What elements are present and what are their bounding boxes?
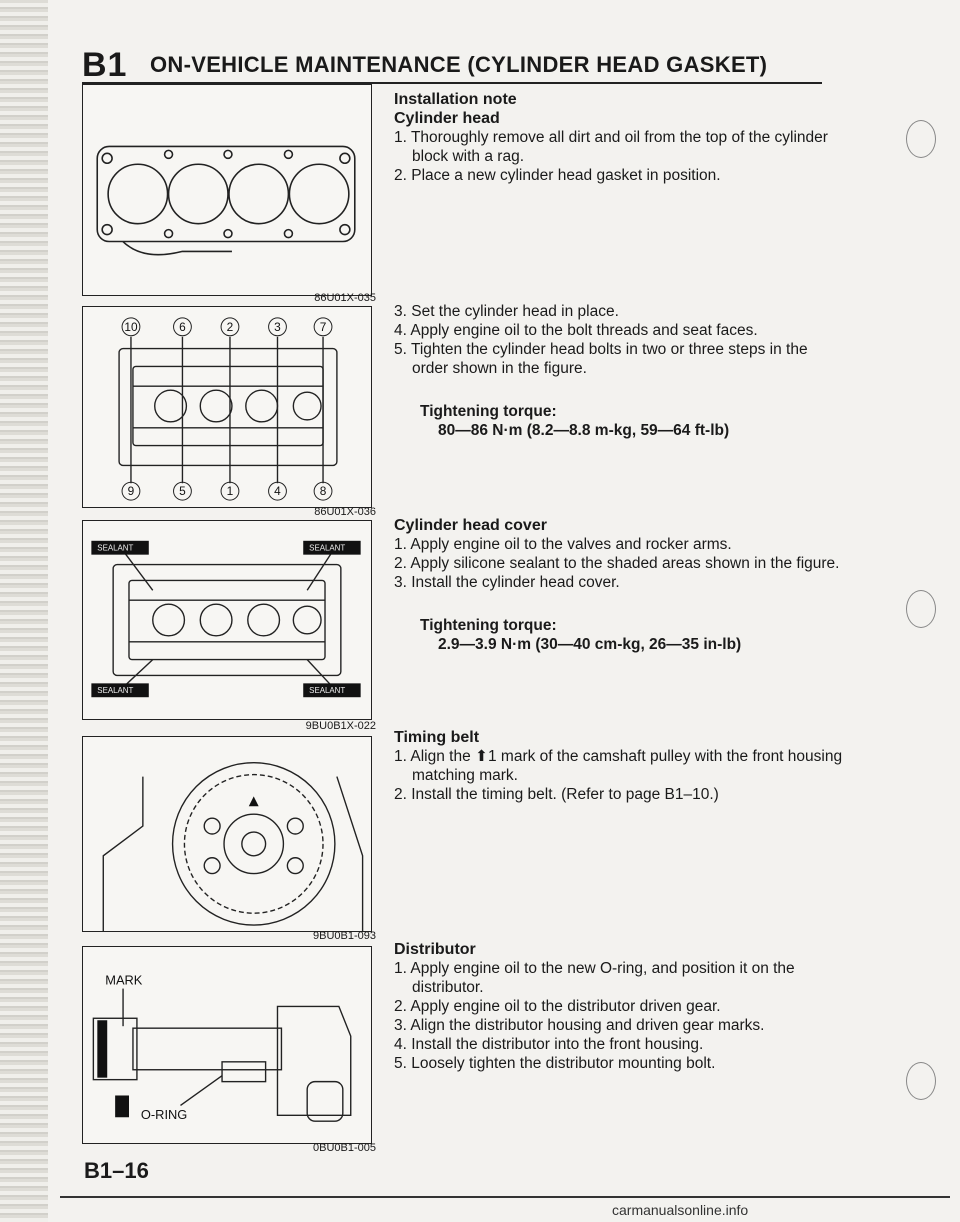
torque-value: 80—86 N·m (8.2—8.8 m-kg, 59—64 ft-lb) — [438, 422, 730, 439]
distributor-section: Distributor 1. Apply engine oil to the n… — [394, 940, 844, 1073]
figure-label: 86U01X-035 — [314, 292, 376, 304]
figure-label: 86U01X-036 — [314, 506, 376, 518]
torque-spec: Tightening torque: 2.9—3.9 N·m (30—40 cm… — [394, 616, 844, 654]
cylinder-head-cover-section: Cylinder head cover 1. Apply engine oil … — [394, 516, 844, 654]
step: 1. Apply engine oil to the new O-ring, a… — [394, 960, 795, 996]
figure-camshaft-pulley — [82, 736, 372, 932]
torque-label: Tightening torque: — [420, 617, 557, 634]
page-number: B1–16 — [84, 1158, 149, 1183]
cylinder-head-section-b: 3. Set the cylinder head in place. 4. Ap… — [394, 302, 844, 440]
sealant-tag: SEALANT — [97, 544, 133, 553]
timing-belt-title: Timing belt — [394, 729, 480, 746]
bolt-number-bottom: 9 — [128, 484, 135, 498]
cylinder-head-steps-continued: 3. Set the cylinder head in place. 4. Ap… — [394, 302, 844, 378]
bolt-number-top: 3 — [274, 320, 281, 334]
step: 2. Apply engine oil to the distributor d… — [394, 998, 721, 1015]
torque-value: 2.9—3.9 N·m (30—40 cm-kg, 26—35 in-lb) — [438, 636, 742, 653]
section-code: B1 — [82, 46, 128, 84]
figure-label: 0BU0B1-005 — [313, 1142, 376, 1154]
cylinder-head-cover-title: Cylinder head cover — [394, 517, 547, 534]
cylinder-head-illustration: 10 6 2 3 7 9 5 1 4 8 — [118, 317, 338, 501]
timing-belt-section: Timing belt 1. Align the ⬆1 mark of the … — [394, 728, 844, 804]
step: 2. Apply silicone sealant to the shaded … — [394, 555, 840, 572]
step: 3. Set the cylinder head in place. — [394, 303, 619, 320]
cylinder-head-section-a: Installation note Cylinder head 1. Thoro… — [394, 90, 844, 185]
figure-cylinder-head-gasket — [82, 84, 372, 296]
figure-label: 9BU0B1-093 — [313, 930, 376, 942]
step: 3. Install the cylinder head cover. — [394, 574, 620, 591]
sealant-illustration: SEALANT SEALANT SEALANT SEALANT — [91, 540, 361, 698]
camshaft-pulley-illustration — [102, 762, 364, 931]
cylinder-head-cover-steps: 1. Apply engine oil to the valves and ro… — [394, 535, 844, 592]
oring-label: O-RING — [141, 1107, 187, 1122]
punch-hole — [906, 1062, 936, 1100]
figure-distributor: MARK O-RING — [82, 946, 372, 1144]
step: 5. Loosely tighten the distributor mount… — [394, 1055, 716, 1072]
bolt-number-top: 6 — [179, 320, 186, 334]
timing-belt-steps: 1. Align the ⬆1 mark of the camshaft pul… — [394, 747, 844, 804]
cylinder-head-title: Cylinder head — [394, 110, 500, 127]
bolt-number-bottom: 5 — [179, 484, 186, 498]
installation-heading: Installation note — [394, 91, 517, 108]
step: 1. Align the ⬆1 mark of the camshaft pul… — [394, 748, 843, 784]
bolt-number-top: 2 — [227, 320, 234, 334]
figure-sealant-areas: SEALANT SEALANT SEALANT SEALANT — [82, 520, 372, 720]
torque-spec: Tightening torque: 80—86 N·m (8.2—8.8 m-… — [394, 402, 844, 440]
punch-hole — [906, 590, 936, 628]
gasket-illustration — [96, 145, 356, 256]
page-title: ON-VEHICLE MAINTENANCE (CYLINDER HEAD GA… — [150, 52, 768, 77]
step: 3. Align the distributor housing and dri… — [394, 1017, 765, 1034]
distributor-steps: 1. Apply engine oil to the new O-ring, a… — [394, 959, 844, 1073]
bolt-number-bottom: 4 — [274, 484, 281, 498]
sealant-tag: SEALANT — [97, 686, 133, 695]
step: 2. Place a new cylinder head gasket in p… — [394, 167, 721, 184]
step: 1. Thoroughly remove all dirt and oil fr… — [394, 129, 828, 165]
distributor-illustration: MARK O-RING — [92, 973, 352, 1122]
step: 5. Tighten the cylinder head bolts in tw… — [394, 341, 808, 377]
step: 1. Apply engine oil to the valves and ro… — [394, 536, 732, 553]
header-rule — [82, 82, 822, 84]
distributor-title: Distributor — [394, 941, 476, 958]
watermark: carmanualsonline.info — [612, 1202, 749, 1218]
page-binding-edge — [0, 0, 48, 1222]
sealant-tag: SEALANT — [309, 544, 345, 553]
punch-hole — [906, 120, 936, 158]
step: 2. Install the timing belt. (Refer to pa… — [394, 786, 719, 803]
mark-label: MARK — [105, 973, 143, 988]
step: 4. Install the distributor into the fron… — [394, 1036, 704, 1053]
step: 4. Apply engine oil to the bolt threads … — [394, 322, 758, 339]
figure-bolt-tightening-order: 10 6 2 3 7 9 5 1 4 8 — [82, 306, 372, 508]
bolt-number-bottom: 1 — [227, 484, 234, 498]
bolt-number-top: 7 — [320, 320, 327, 334]
cylinder-head-steps: 1. Thoroughly remove all dirt and oil fr… — [394, 128, 844, 185]
footer-rule — [60, 1196, 950, 1198]
bolt-number-bottom: 8 — [320, 484, 327, 498]
figure-label: 9BU0B1X-022 — [305, 720, 376, 732]
torque-label: Tightening torque: — [420, 403, 557, 420]
bolt-number-top: 10 — [124, 320, 138, 334]
sealant-tag: SEALANT — [309, 686, 345, 695]
